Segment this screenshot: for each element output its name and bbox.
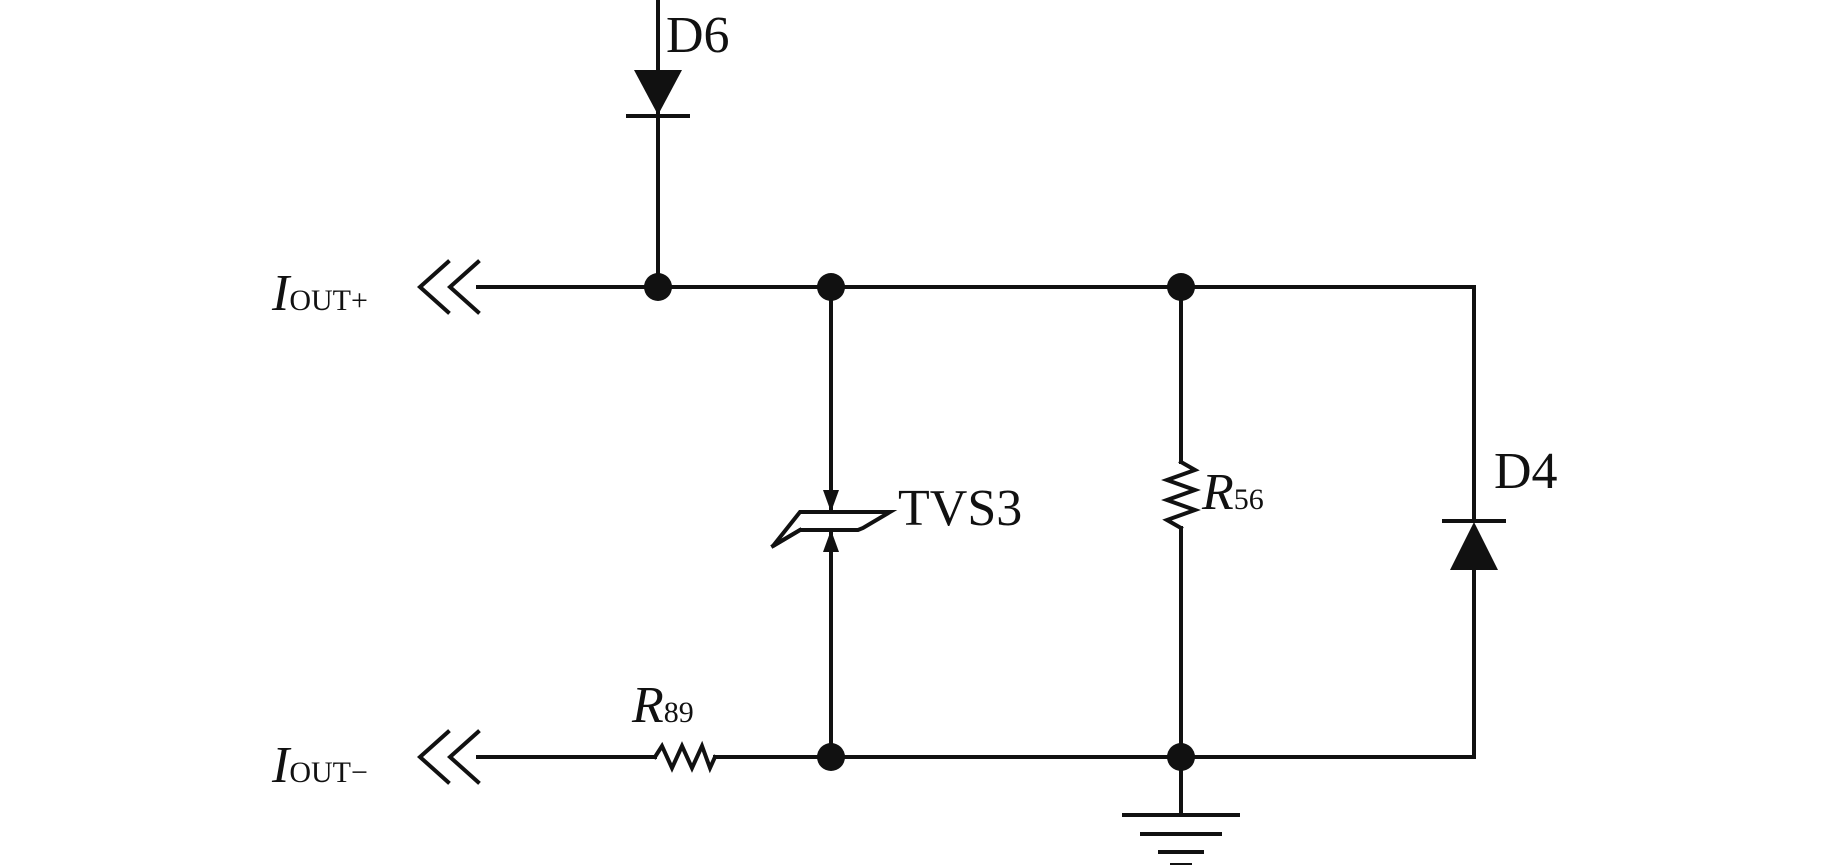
junction-node — [817, 273, 845, 301]
junction-node — [1167, 743, 1195, 771]
r56-label: R56 — [1201, 464, 1264, 521]
iout-minus-label: IOUT− — [271, 737, 368, 794]
d4-label: D4 — [1494, 443, 1558, 500]
resistor-icon — [1161, 459, 1201, 531]
port-arrow-icon — [416, 259, 481, 315]
iout-minus-symbol: I — [271, 737, 292, 794]
iout-plus-subscript: OUT+ — [289, 284, 368, 317]
junction-node — [644, 273, 672, 301]
iout-minus-subscript: OUT− — [289, 756, 368, 789]
junction-node — [817, 743, 845, 771]
r89-subscript: 89 — [664, 696, 694, 729]
r89-symbol: R — [631, 677, 664, 734]
junction-node — [1167, 273, 1195, 301]
r56-subscript: 56 — [1234, 483, 1264, 516]
r89-label: R89 — [631, 677, 694, 734]
d4-diode — [1442, 285, 1506, 759]
ground-icon — [1122, 755, 1240, 865]
tvs3-diode — [770, 285, 898, 759]
r56-resistor — [1161, 285, 1201, 759]
port-arrow-icon — [416, 729, 481, 785]
d6-diode — [626, 0, 690, 289]
r89-resistor — [652, 740, 718, 774]
diode-icon — [634, 70, 682, 115]
d6-label: D6 — [666, 7, 730, 64]
iout-plus-symbol: I — [271, 265, 292, 322]
diode-icon — [1450, 522, 1498, 570]
iout-plus-label: IOUT+ — [271, 265, 368, 322]
resistor-icon — [652, 740, 718, 774]
r56-symbol: R — [1201, 464, 1234, 521]
tvs3-label: TVS3 — [898, 480, 1022, 537]
